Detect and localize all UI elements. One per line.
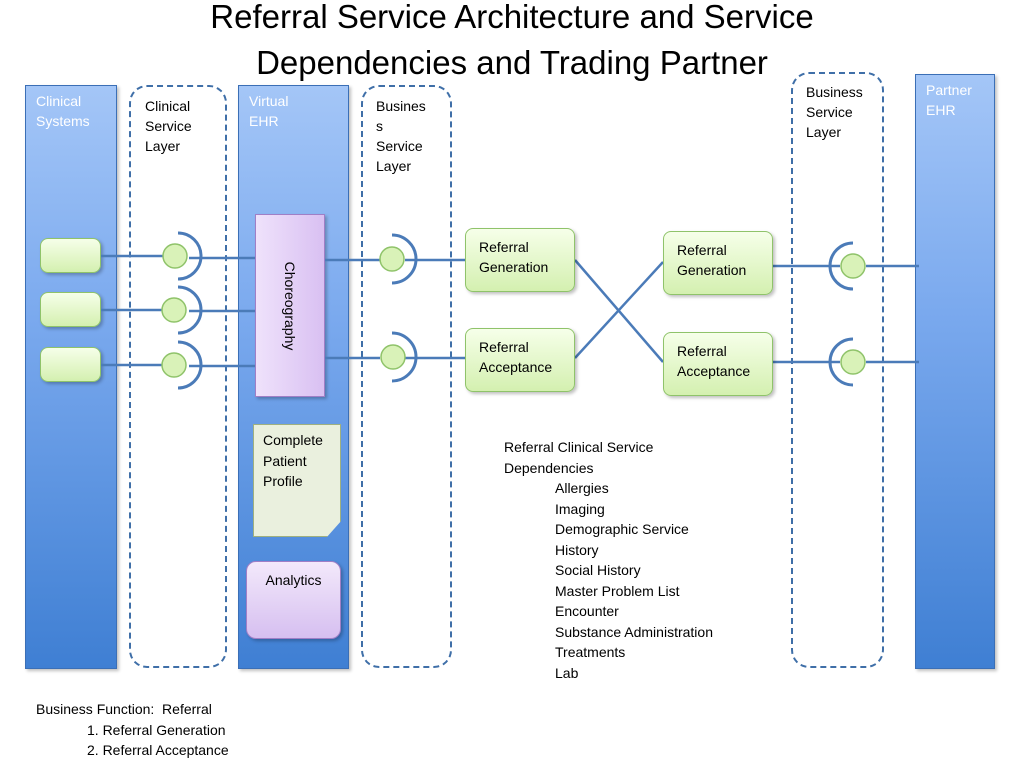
- dependency-item: History: [555, 541, 599, 558]
- title-line-1: Referral Service Architecture and Servic…: [210, 0, 814, 35]
- dependency-item: Allergies: [555, 480, 609, 496]
- complete-patient-profile-box: [253, 424, 341, 537]
- dependencies-heading: Referral Clinical Service Dependencies: [504, 439, 654, 476]
- interface-ball: [840, 253, 866, 279]
- socket-arc: [391, 233, 418, 285]
- socket-arc: [177, 231, 203, 281]
- right-referral-generation-label: Referral Generation: [677, 242, 747, 278]
- dependencies-list: Allergies Imaging Demographic Service Hi…: [504, 478, 713, 683]
- interface-ball: [162, 243, 188, 269]
- left-referral-generation-box: Referral Generation: [465, 228, 575, 292]
- interface-ball: [161, 352, 187, 378]
- choreography-box: Choreography: [255, 214, 325, 397]
- business-function-block: Business Function: Referral 1. Referral …: [36, 699, 229, 761]
- interface-ball: [840, 349, 866, 375]
- business-function-heading: Business Function: Referral: [36, 701, 212, 717]
- clinical-service-layer: [129, 85, 227, 668]
- complete-patient-profile-label: Complete Patient Profile: [263, 432, 323, 489]
- dependency-item: Master Problem List: [555, 582, 680, 599]
- socket-arc: [828, 241, 854, 291]
- clinical-systems-label: Clinical Systems: [36, 93, 90, 129]
- right-referral-generation-box: Referral Generation: [663, 231, 773, 295]
- dependency-item: Encounter: [555, 603, 619, 619]
- dependencies-block: Referral Clinical Service Dependencies A…: [504, 437, 713, 683]
- diagram-title: Referral Service Architecture and Servic…: [0, 0, 1024, 86]
- business-service-layer-left: [361, 85, 452, 668]
- left-referral-acceptance-box: Referral Acceptance: [465, 328, 575, 392]
- socket-arc: [177, 340, 203, 390]
- socket-arc: [828, 337, 854, 387]
- interface-ball: [380, 344, 406, 370]
- business-service-layer-left-label: Busines s Service Layer: [376, 98, 426, 174]
- clinical-service-layer-label: Clinical Service Layer: [145, 98, 192, 154]
- business-function-item: 2. Referral Acceptance: [87, 742, 229, 758]
- partner-ehr-label: Partner EHR: [926, 82, 972, 118]
- clinical-system-box: [40, 347, 101, 382]
- clinical-system-box: [40, 292, 101, 327]
- business-service-layer-right: [791, 72, 884, 668]
- dependency-item: Demographic Service: [555, 521, 689, 537]
- left-referral-acceptance-label: Referral Acceptance: [479, 339, 553, 375]
- dependency-item: Imaging: [555, 500, 605, 517]
- title-line-2: Dependencies and Trading Partner: [256, 44, 768, 81]
- analytics-box: Analytics: [246, 561, 341, 639]
- crossing-line: [574, 261, 664, 359]
- dependency-item: Social History: [555, 562, 641, 578]
- dependency-item: Substance Administration: [555, 623, 713, 640]
- interface-ball: [161, 297, 187, 323]
- right-referral-acceptance-label: Referral Acceptance: [677, 343, 751, 379]
- socket-arc: [391, 331, 418, 383]
- socket-arc: [177, 285, 203, 335]
- partner-ehr-column: [915, 74, 995, 669]
- virtual-ehr-label: Virtual EHR: [249, 93, 289, 129]
- business-service-layer-right-label: Business Service Layer: [806, 84, 863, 140]
- business-function-item: 1. Referral Generation: [87, 721, 226, 738]
- right-referral-acceptance-box: Referral Acceptance: [663, 332, 773, 396]
- left-referral-generation-label: Referral Generation: [479, 239, 549, 275]
- business-function-list: 1. Referral Generation 2. Referral Accep…: [36, 720, 229, 761]
- analytics-label: Analytics: [265, 572, 322, 588]
- clinical-system-box: [40, 238, 101, 273]
- dependency-item: Treatments: [555, 644, 626, 660]
- dependency-item: Lab: [555, 664, 579, 681]
- interface-ball: [379, 246, 405, 272]
